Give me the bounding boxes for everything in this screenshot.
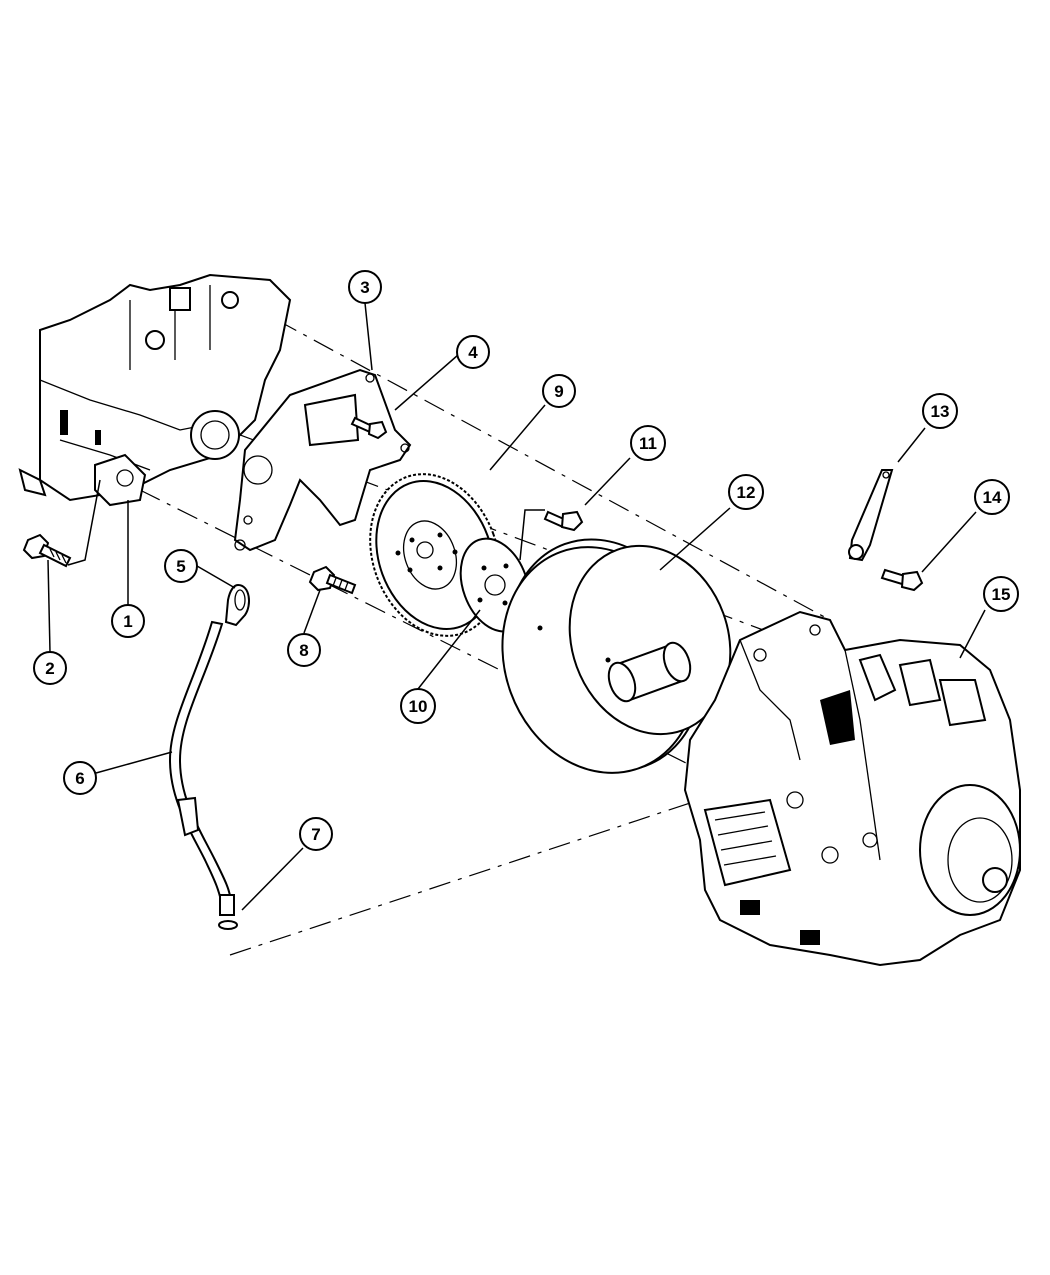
callout-2: 2 (33, 651, 67, 685)
callout-8: 8 (287, 633, 321, 667)
callout-9: 9 (542, 374, 576, 408)
callout-6: 6 (63, 761, 97, 795)
callout-12: 12 (728, 474, 764, 510)
bolt-part-11 (519, 509, 584, 561)
callout-label: 7 (311, 825, 320, 844)
bracket-part-13 (848, 469, 894, 562)
adapter-plate-part-3 (233, 368, 412, 552)
callout-15: 15 (983, 576, 1019, 612)
callout-label: 6 (75, 769, 84, 788)
engine-block (18, 273, 292, 507)
callout-1: 1 (111, 604, 145, 638)
callout-label: 2 (45, 659, 54, 678)
callout-label: 11 (639, 434, 657, 453)
callout-13: 13 (922, 393, 958, 429)
callout-label: 8 (299, 641, 308, 660)
dipstick-handle-part-5 (224, 583, 251, 627)
callout-7: 7 (299, 817, 333, 851)
callout-label: 15 (992, 585, 1011, 604)
callout-4: 4 (456, 335, 490, 369)
torque-converter-part-12 (501, 538, 732, 774)
callout-label: 1 (123, 612, 132, 631)
callout-14: 14 (974, 479, 1010, 515)
callout-label: 10 (409, 697, 428, 716)
callout-10: 10 (400, 688, 436, 724)
dipstick-tube-part-6 (168, 620, 238, 930)
callout-3: 3 (348, 270, 382, 304)
callout-label: 13 (931, 402, 950, 421)
transaxle-part-15 (683, 610, 1021, 967)
callout-5: 5 (164, 549, 198, 583)
plate-bolt (350, 416, 388, 440)
bolt-part-8 (308, 565, 357, 595)
callout-label: 4 (468, 343, 478, 362)
callout-label: 3 (360, 278, 369, 297)
callout-leaders (47, 302, 986, 911)
callout-label: 9 (554, 382, 563, 401)
callout-label: 12 (737, 483, 756, 502)
bolt-part-2 (22, 479, 101, 568)
callout-11: 11 (630, 425, 666, 461)
callout-label: 14 (983, 488, 1002, 507)
callout-label: 5 (176, 557, 185, 576)
bolt-part-14 (880, 568, 924, 592)
